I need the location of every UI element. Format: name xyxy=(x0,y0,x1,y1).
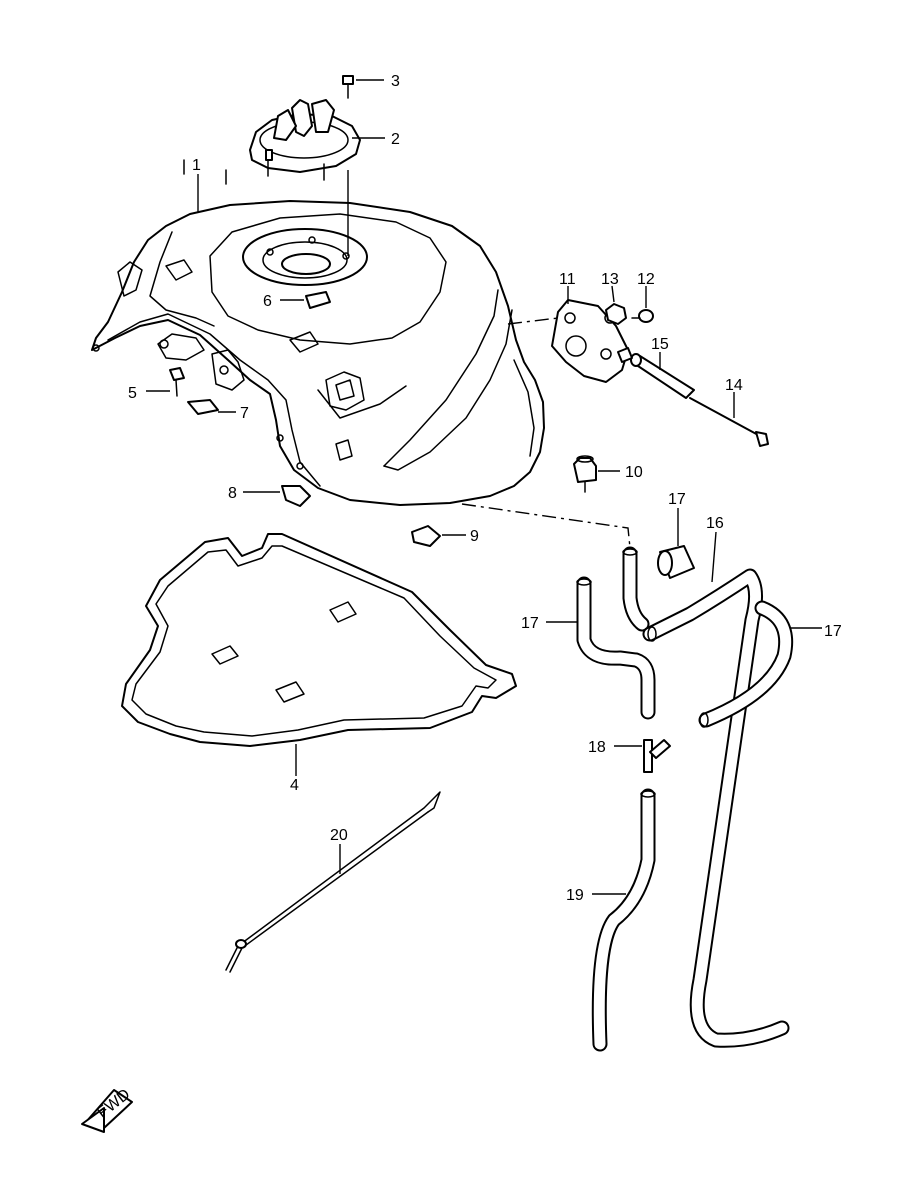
part-3-bolt: 3 xyxy=(342,73,400,99)
callout-1: 1 xyxy=(192,157,201,174)
part-7-cushion: 7 xyxy=(187,399,249,422)
callout-14: 14 xyxy=(725,377,743,394)
callout-8: 8 xyxy=(228,485,237,502)
part-13-nut: 13 xyxy=(601,271,627,325)
part-18-sleeve: 17 xyxy=(657,491,695,579)
part-5-screw: 5 xyxy=(128,367,185,402)
part-2-fuel-cap: 2 xyxy=(183,99,400,256)
callout-19: 18 xyxy=(588,739,606,756)
callout-2: 2 xyxy=(391,131,400,148)
callout-6: 6 xyxy=(263,293,272,310)
callout-16: 16 xyxy=(706,515,724,532)
part-8-clamp: 8 xyxy=(228,485,311,507)
callout-5: 5 xyxy=(128,385,137,402)
part-6-cushion: 6 xyxy=(263,291,331,310)
part-17-hose-left: 17 xyxy=(521,546,656,720)
callout-11: 11 xyxy=(559,271,576,288)
callout-10: 10 xyxy=(625,464,643,481)
callout-9: 9 xyxy=(470,528,479,545)
part-17-hose-right: 17 xyxy=(698,600,842,728)
callout-21: 20 xyxy=(330,827,348,844)
fwd-arrow-icon: FWD xyxy=(81,1086,133,1133)
callout-12: 12 xyxy=(637,271,655,288)
part-21-rod: 20 xyxy=(225,791,441,973)
part-16-hose-long: 16 xyxy=(642,515,790,1048)
part-1-fuel-tank: 1 xyxy=(91,157,545,506)
callout-18: 17 xyxy=(668,491,686,508)
callout-7: 7 xyxy=(240,405,249,422)
part-9-clip: 9 xyxy=(411,525,479,547)
part-4-seal: 4 xyxy=(121,533,517,794)
part-19-t-joint: 18 xyxy=(588,739,671,773)
callout-17-right: 17 xyxy=(824,623,842,640)
callout-13: 13 xyxy=(601,271,619,288)
callout-3: 3 xyxy=(391,73,400,90)
part-15-spacer: 15 xyxy=(617,336,695,399)
part-12-bolt: 12 xyxy=(631,271,655,323)
part-20-hose: 19 xyxy=(566,788,656,1052)
callout-20: 19 xyxy=(566,887,584,904)
part-14-long-bolt: 14 xyxy=(689,377,769,447)
callout-17-left: 17 xyxy=(521,615,539,632)
callout-4: 4 xyxy=(290,777,299,794)
callout-15: 15 xyxy=(651,336,669,353)
part-10-sensor: 10 xyxy=(573,455,643,493)
